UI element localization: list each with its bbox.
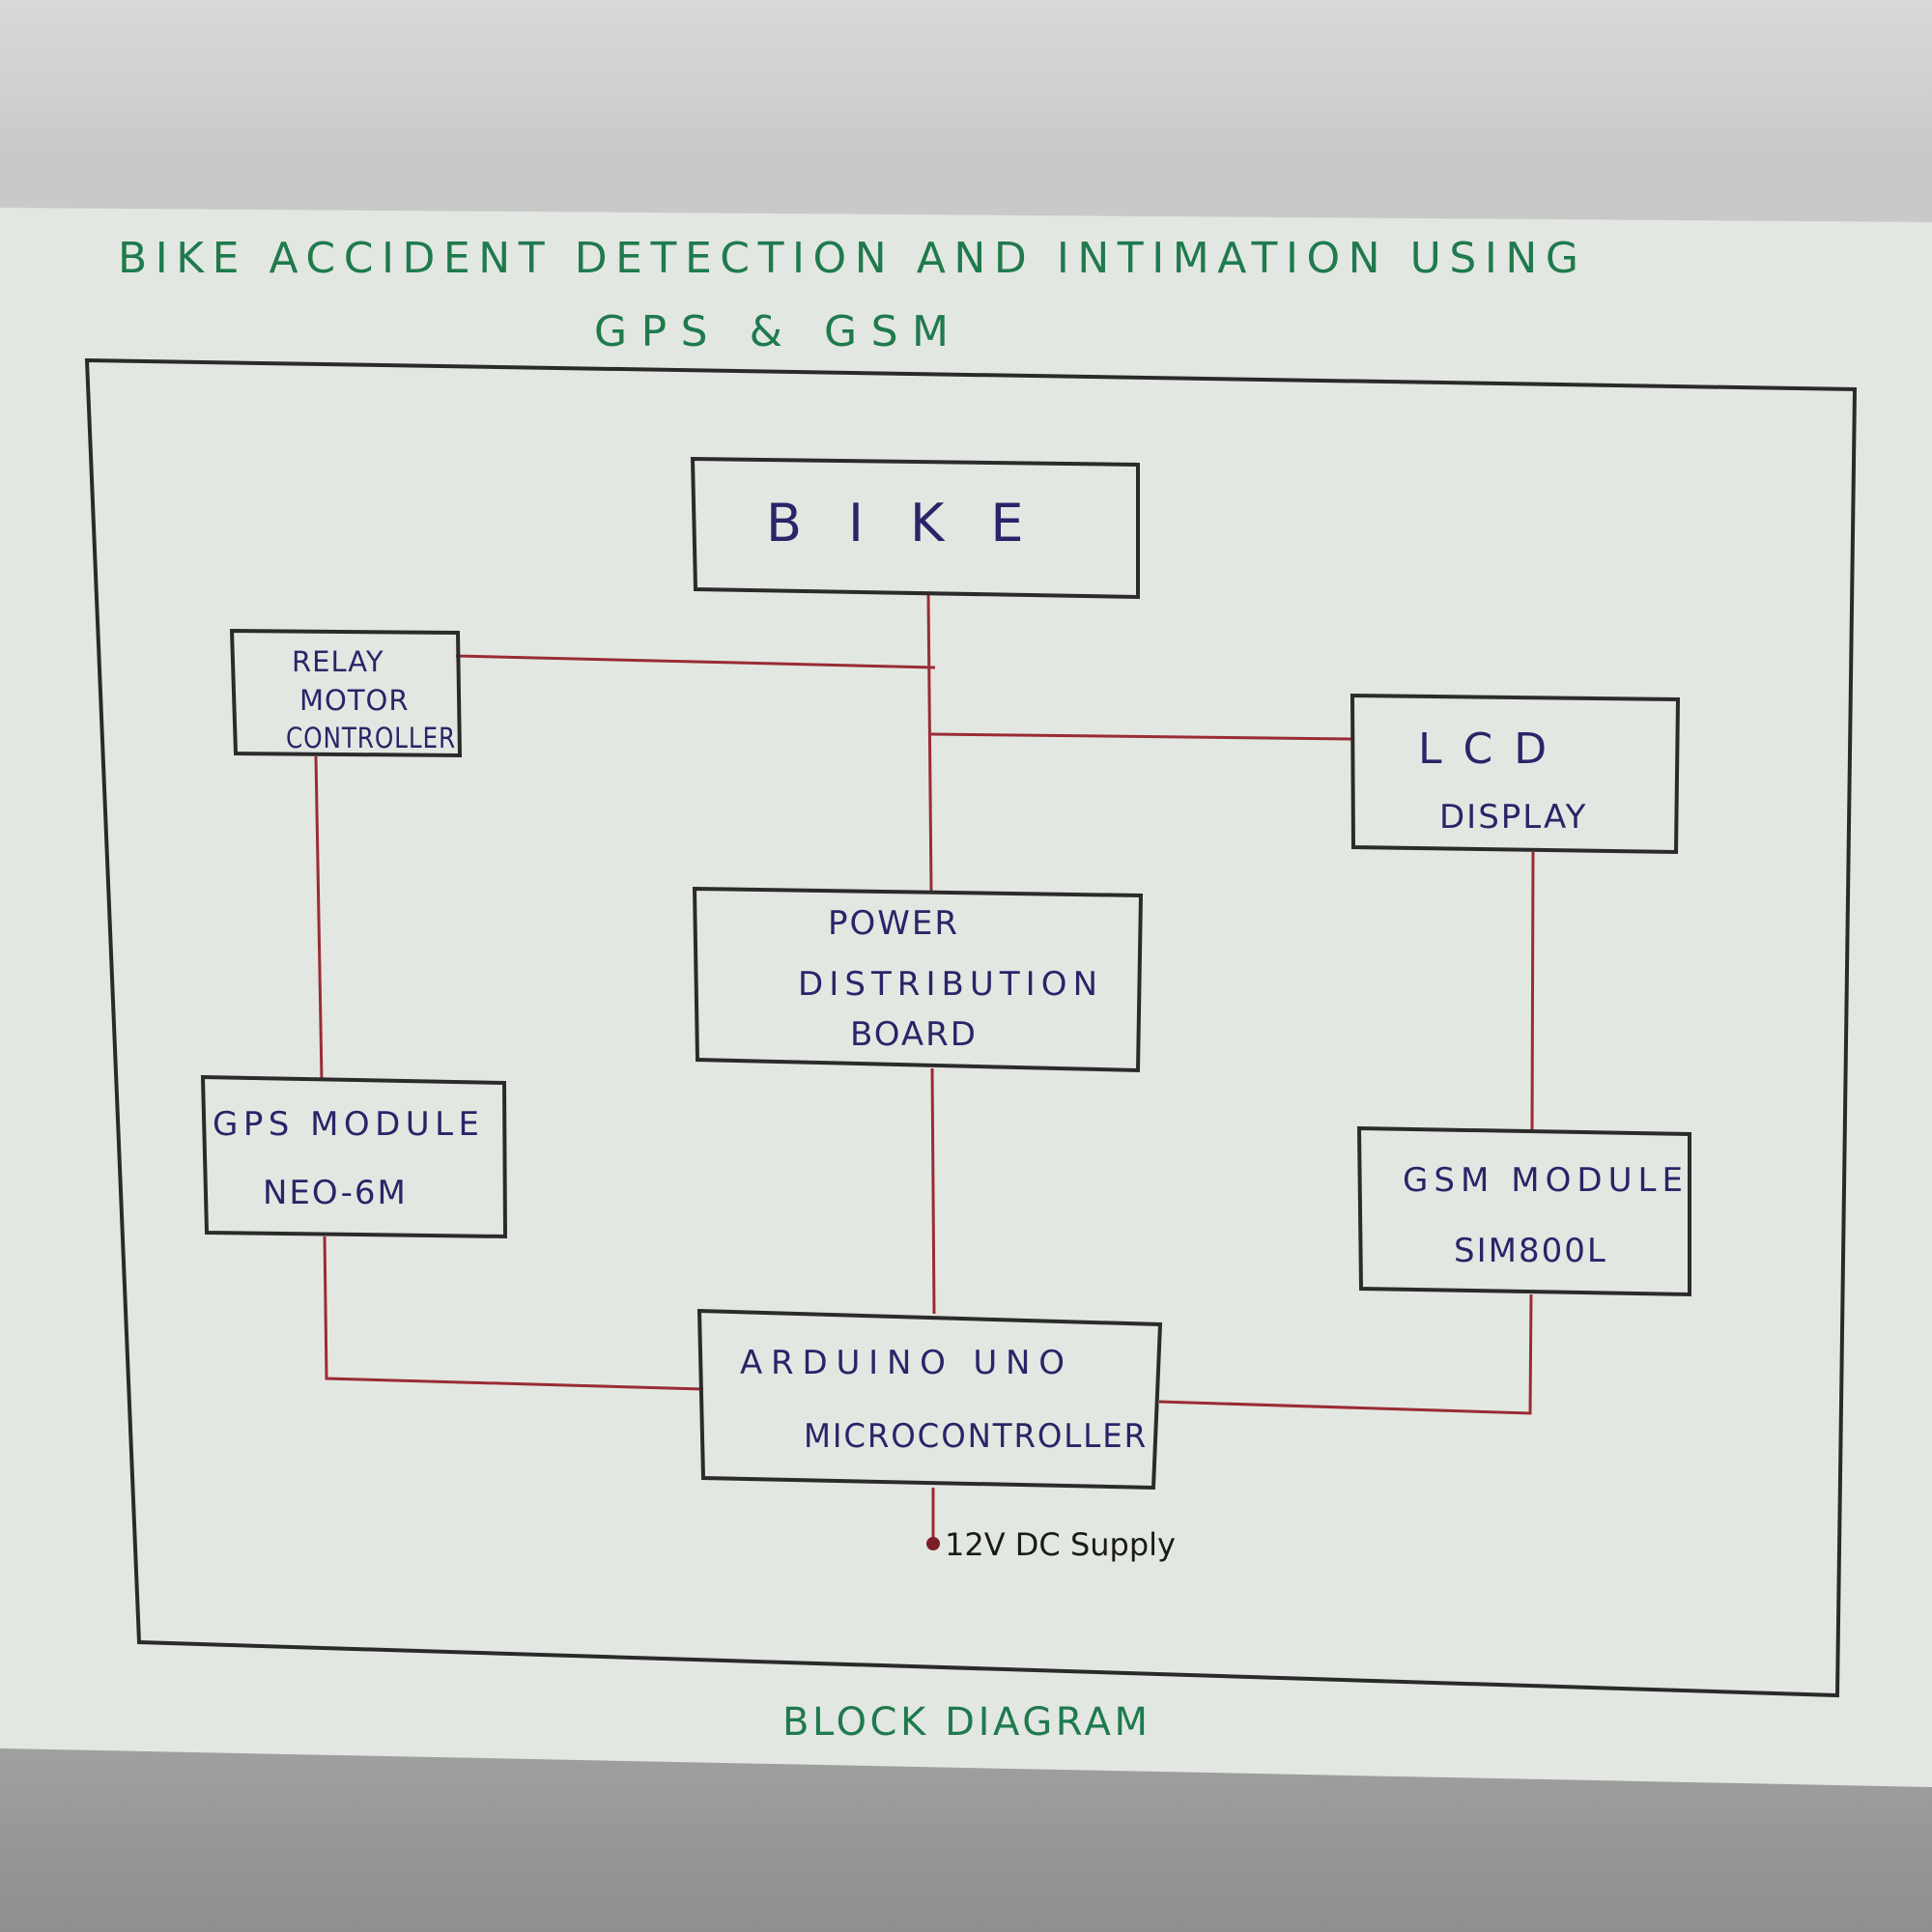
arduino-box xyxy=(696,1308,1163,1491)
wire-bike-down xyxy=(926,594,933,892)
lcd-label-line1: LCD xyxy=(1418,724,1568,774)
lcd-label-line2: DISPLAY xyxy=(1439,798,1587,837)
gps-label-line1: GPS MODULE xyxy=(213,1105,481,1144)
block-power-distribution-board: POWER DISTRIBUTION BOARD xyxy=(692,886,1144,1073)
gps-label-line2: NEO-6M xyxy=(263,1174,408,1212)
power-box xyxy=(692,886,1144,1073)
arduino-label-line2: MICROCONTROLLER xyxy=(804,1417,1148,1456)
supply-label: 12V DC Supply xyxy=(945,1526,1176,1563)
block-relay-motor-controller: RELAY MOTOR CONTROLLER xyxy=(229,628,463,758)
wire-gsm-arduino xyxy=(1158,1293,1533,1415)
caption-block-diagram: BLOCK DIAGRAM xyxy=(782,1700,1150,1745)
gsm-box xyxy=(1356,1125,1691,1297)
power-label-line2: DISTRIBUTION xyxy=(798,965,1099,1004)
bike-label: BIKE xyxy=(766,493,1070,554)
wire-gps-arduino xyxy=(323,1236,704,1391)
lcd-box xyxy=(1350,693,1681,855)
relay-label-line2: MOTOR xyxy=(299,684,410,717)
wire-relay-bus xyxy=(455,654,936,669)
wire-relay-gps xyxy=(314,755,324,1081)
connections xyxy=(314,594,1535,1550)
arduino-label-line1: ARDUINO UNO xyxy=(740,1344,1066,1382)
gsm-label-line2: SIM800L xyxy=(1454,1232,1607,1270)
block-bike: BIKE xyxy=(690,456,1140,600)
relay-label-line3: CONTROLLER xyxy=(286,722,456,754)
power-label-line1: POWER xyxy=(828,904,959,943)
block-arduino-uno: ARDUINO UNO MICROCONTROLLER xyxy=(696,1308,1163,1491)
relay-label-line1: RELAY xyxy=(292,645,384,678)
block-gps-module: GPS MODULE NEO-6M xyxy=(200,1074,508,1239)
bike-box xyxy=(690,456,1140,600)
wire-lcd-bus xyxy=(930,732,1355,741)
title-line1: BIKE ACCIDENT DETECTION AND INTIMATION U… xyxy=(118,234,1581,283)
wire-lcd-gsm xyxy=(1530,851,1535,1131)
paper-sheet xyxy=(0,208,1932,1787)
gps-box xyxy=(200,1074,508,1239)
title-line2: GPS & GSM xyxy=(594,307,952,356)
relay-box xyxy=(229,628,463,758)
supply-terminal xyxy=(926,1537,940,1550)
block-lcd-display: LCD DISPLAY xyxy=(1350,693,1681,855)
outer-frame xyxy=(84,357,1858,1698)
power-label-line3: BOARD xyxy=(850,1015,978,1054)
wire-power-arduino xyxy=(930,1067,936,1315)
